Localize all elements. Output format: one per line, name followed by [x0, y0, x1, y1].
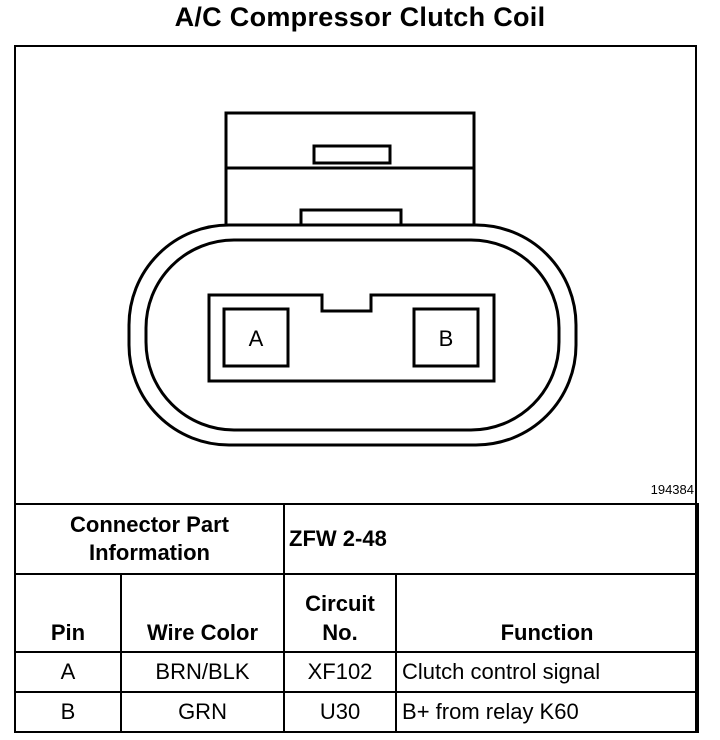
part-info-label-line2: Information: [89, 540, 210, 565]
header-circuit: Circuit No.: [283, 573, 398, 653]
table-row: A BRN/BLK XF102 Clutch control signal: [14, 651, 700, 693]
figure-id: 194384: [650, 482, 694, 497]
part-info-row: Connector Part Information ZFW 2-48: [13, 503, 700, 575]
pin-b-terminal: B: [412, 307, 480, 368]
table-row: B GRN U30 B+ from relay K60: [14, 691, 700, 733]
pin-a-terminal: A: [222, 307, 290, 368]
pin-a-label: A: [249, 326, 264, 351]
cell-circuit: U30: [283, 691, 398, 733]
pinout-table: Connector Part Information ZFW 2-48 Pin …: [13, 503, 700, 733]
header-row: Pin Wire Color Circuit No. Function: [14, 573, 700, 653]
pin-b-label: B: [439, 326, 454, 351]
page-title: A/C Compressor Clutch Coil: [174, 2, 546, 32]
part-info-value: ZFW 2-48: [283, 503, 700, 575]
cell-wire-color: GRN: [119, 691, 286, 733]
header-circuit-line2: No.: [322, 620, 358, 645]
cell-function: B+ from relay K60: [395, 691, 700, 733]
diagram-frame: [14, 45, 697, 733]
header-pin: Pin: [14, 573, 122, 653]
header-wire-color: Wire Color: [119, 573, 286, 653]
cell-pin: B: [14, 691, 122, 733]
header-function: Function: [395, 573, 700, 653]
cell-pin: A: [14, 651, 122, 693]
cell-function: Clutch control signal: [395, 651, 700, 693]
part-info-label-line1: Connector Part: [70, 512, 229, 537]
header-circuit-line1: Circuit: [305, 591, 375, 616]
connector-diagram: A B: [127, 111, 578, 447]
connector-lock-tab: [224, 111, 476, 240]
part-info-label: Connector Part Information: [13, 503, 286, 575]
cell-wire-color: BRN/BLK: [119, 651, 286, 693]
cell-circuit: XF102: [283, 651, 398, 693]
